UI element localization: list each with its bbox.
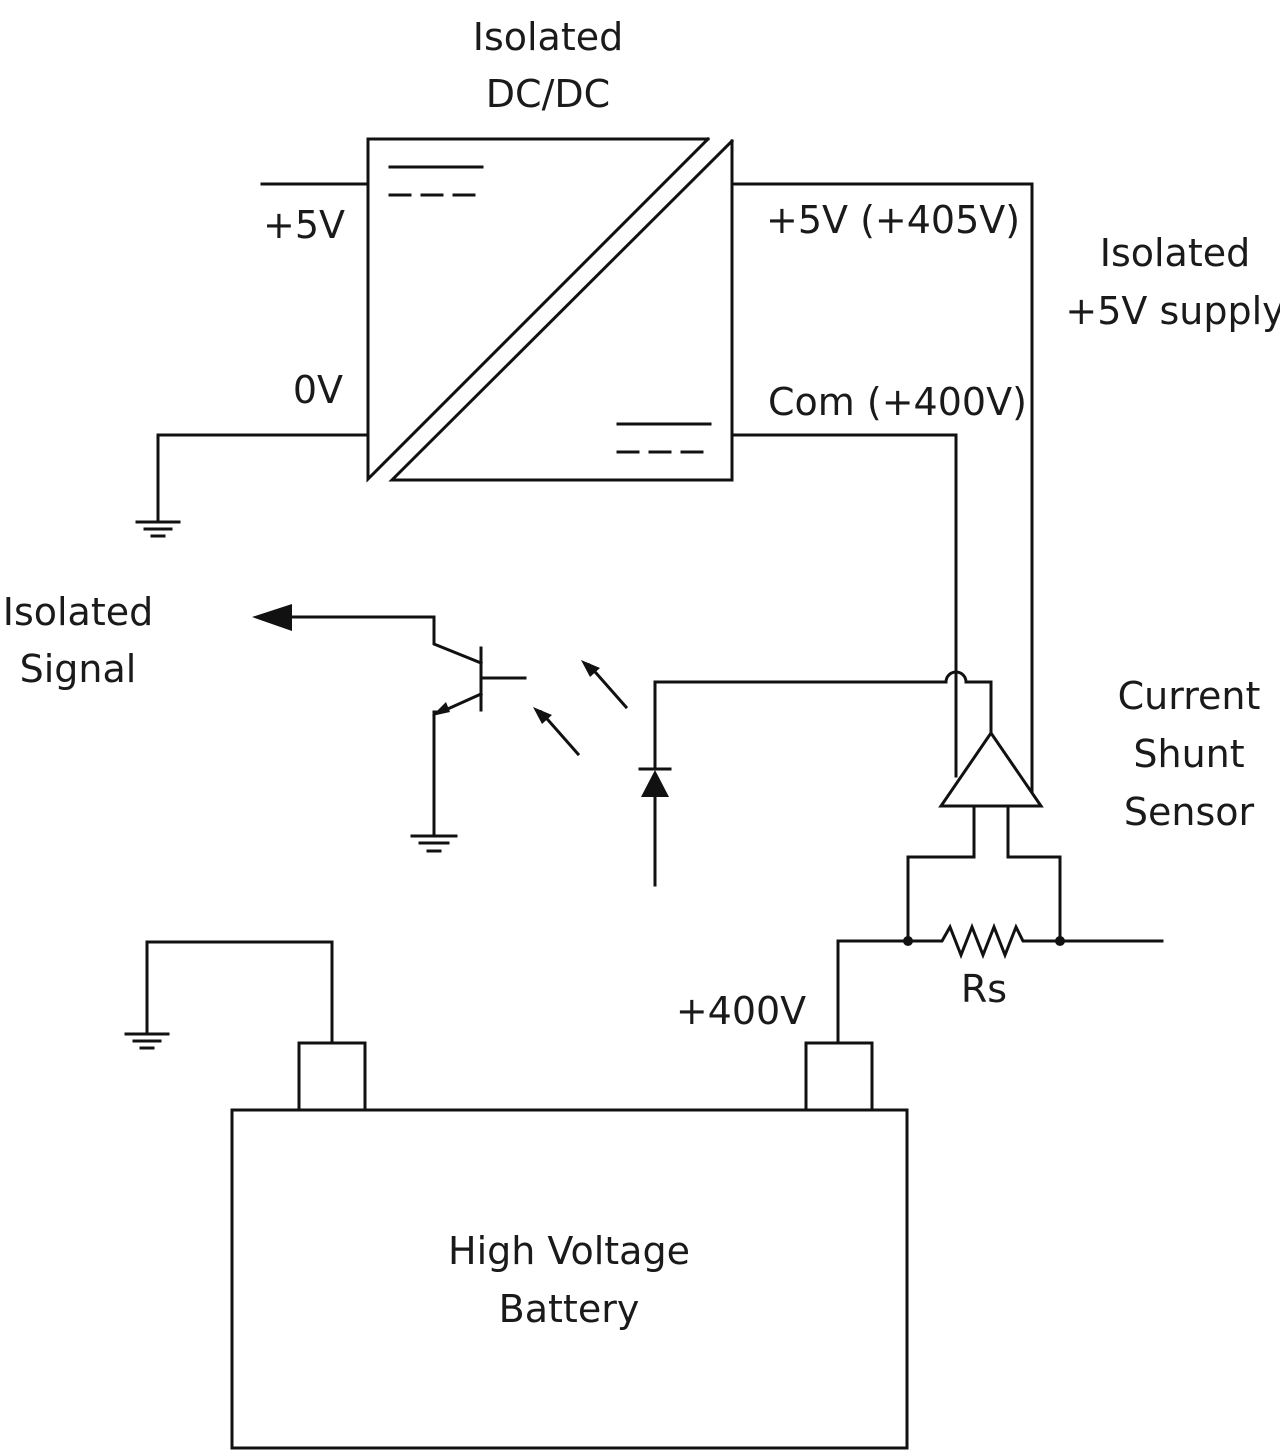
- label-iso-signal-line2: Signal: [20, 647, 137, 691]
- dcdc-title-line2: DC/DC: [486, 72, 610, 116]
- wire-led-anode: [653, 680, 948, 770]
- wire-battery-minus: [145, 940, 334, 1045]
- wire-amp-out: [964, 680, 993, 735]
- dcdc-title-line1: Isolated: [473, 15, 624, 59]
- junction-dot: [903, 936, 913, 946]
- light-emission-arrows-icon: [533, 660, 629, 757]
- label-sensor-line3: Sensor: [1124, 790, 1255, 834]
- signal-output-arrow-icon: [252, 604, 292, 631]
- shunt-resistor-icon: [836, 922, 1164, 1043]
- wire-out-com: [730, 433, 958, 778]
- label-battery-line2: Battery: [499, 1287, 640, 1331]
- led-icon: [638, 767, 672, 887]
- wire-out-plus: [730, 182, 1034, 794]
- wire-amp-in-minus: [906, 804, 976, 943]
- amplifier-triangle: [938, 730, 1044, 808]
- label-battery-plus: +400V: [676, 989, 806, 1033]
- label-sensor-line2: Shunt: [1133, 732, 1244, 776]
- label-sensor-line1: Current: [1118, 674, 1261, 718]
- phototransistor-icon: [280, 615, 527, 836]
- junction-dot: [1055, 936, 1065, 946]
- wire-crossover-hop: [944, 670, 968, 684]
- dcdc-lower-half: [388, 138, 735, 482]
- label-out-plus: +5V (+405V): [766, 198, 1020, 242]
- wire-in-zero: [156, 433, 370, 523]
- battery-icon: [230, 1041, 909, 1450]
- label-iso-signal-line1: Isolated: [3, 590, 154, 634]
- label-in-plus: +5V: [263, 203, 345, 247]
- ground-icon: [135, 520, 181, 538]
- label-iso-supply-line2: +5V supply: [1065, 289, 1280, 333]
- label-out-com: Com (+400V): [768, 380, 1027, 424]
- label-iso-supply-line1: Isolated: [1100, 231, 1251, 275]
- dcdc-upper-half: [366, 136, 711, 483]
- label-battery-line1: High Voltage: [448, 1229, 690, 1273]
- dcdc-converter: [366, 136, 735, 483]
- ground-icon: [124, 1032, 170, 1050]
- label-in-zero: 0V: [293, 368, 343, 412]
- ground-icon: [410, 834, 458, 853]
- wire-amp-in-plus: [1006, 804, 1062, 943]
- label-shunt-resistor: Rs: [961, 967, 1007, 1011]
